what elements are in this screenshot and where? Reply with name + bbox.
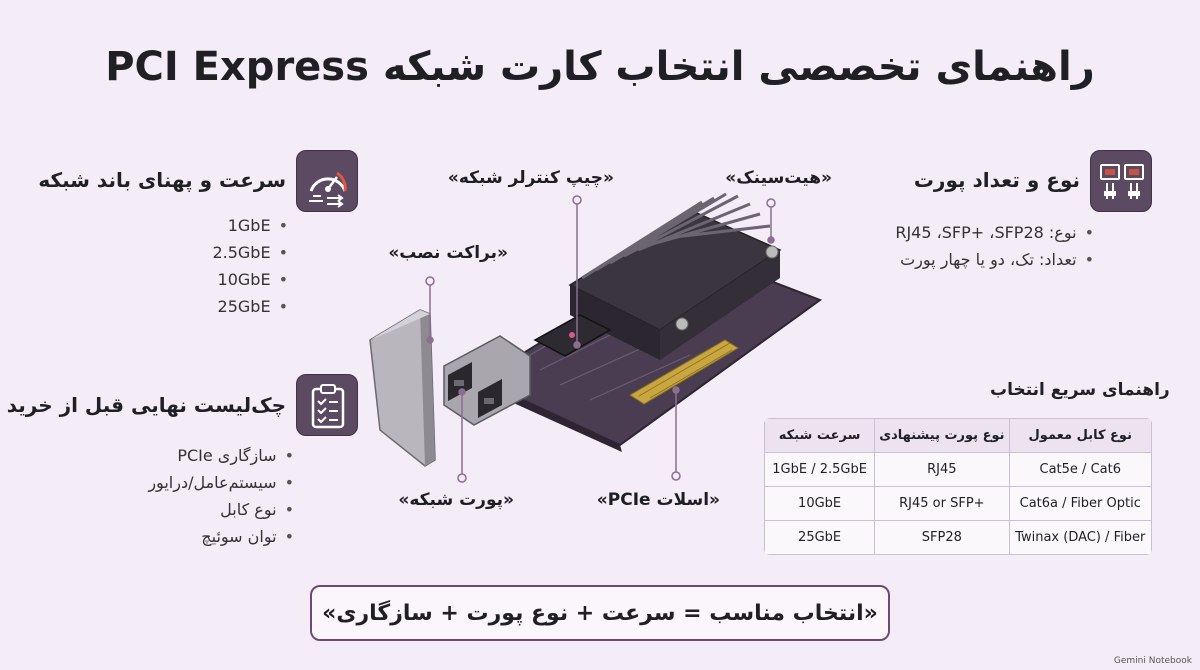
list-item: توان سوئیچ: [148, 523, 294, 550]
checklist-list: سازگاری PCIe سیستم‌عامل/درایور نوع کابل …: [148, 442, 294, 550]
list-item: نوع: RJ45 ،SFP+ ،SFP28: [895, 219, 1094, 246]
table-cell: RJ45: [874, 452, 1010, 487]
speed-list: 1GbE 2.5GbE 10GbE 25GbE: [212, 212, 288, 320]
callout-port: «پورت شبکه»: [398, 490, 514, 510]
table-header-cell: سرعت شبکه: [764, 418, 876, 453]
mounting-bracket: [369, 309, 436, 467]
list-item: 1GbE: [212, 212, 288, 239]
checklist-section-title: چک‌لیست نهایی قبل از خرید: [6, 393, 286, 417]
table-row: Cat5e / Cat6 RJ45 1GbE / 2.5GbE: [764, 452, 1152, 487]
table-header-row: نوع کابل معمول نوع پورت پیشنهادی سرعت شب…: [764, 418, 1152, 453]
formula-box: «انتخاب مناسب = سرعت + نوع پورت + سازگار…: [310, 585, 890, 641]
list-item: 2.5GbE: [212, 239, 288, 266]
speedometer-icon: [296, 150, 358, 212]
controller-chip: [533, 314, 612, 357]
table-cell: 10GbE: [764, 486, 876, 521]
table-header-cell: نوع کابل معمول: [1008, 418, 1152, 453]
callout-slot: «اسلات PCIe»: [596, 490, 720, 510]
ports-list: نوع: RJ45 ،SFP+ ،SFP28 تعداد: تک، دو یا …: [895, 219, 1094, 273]
rj45-ports: [443, 335, 531, 426]
callout-heatsink: «هیت‌سینک»: [725, 168, 832, 188]
page-title: راهنمای تخصصی انتخاب کارت شبکه PCI Expre…: [105, 44, 1095, 90]
table-row: Twinax (DAC) / Fiber SFP28 25GbE: [764, 520, 1152, 555]
list-item: تعداد: تک، دو یا چهار پورت: [895, 246, 1094, 273]
list-item: 25GbE: [212, 293, 288, 320]
heatsink: [568, 192, 782, 360]
table-cell: 1GbE / 2.5GbE: [764, 452, 876, 487]
pcie-gold-contacts: [629, 339, 739, 405]
table-cell: SFP28: [874, 520, 1010, 555]
clipboard-checklist-icon: [296, 374, 358, 436]
quick-guide-table: نوع کابل معمول نوع پورت پیشنهادی سرعت شب…: [764, 418, 1152, 555]
table-cell: Twinax (DAC) / Fiber: [1008, 520, 1152, 555]
network-card-illustration: [369, 192, 823, 467]
table-cell: Cat6a / Fiber Optic: [1008, 486, 1152, 521]
list-item: سازگاری PCIe: [148, 442, 294, 469]
list-item: نوع کابل: [148, 496, 294, 523]
footer-watermark: Gemini Notebook: [1113, 656, 1192, 666]
table-cell: Cat5e / Cat6: [1008, 452, 1152, 487]
table-cell: RJ45 or SFP+: [874, 486, 1010, 521]
table-cell: 25GbE: [764, 520, 876, 555]
ethernet-ports-icon: [1090, 150, 1152, 212]
list-item: سیستم‌عامل/درایور: [148, 469, 294, 496]
ports-section-title: نوع و تعداد پورت: [913, 168, 1080, 192]
callout-chip: «چیپ کنترلر شبکه»: [447, 168, 614, 188]
quick-guide-title: راهنمای سریع انتخاب: [990, 380, 1170, 400]
speed-section-title: سرعت و پهنای باند شبکه: [38, 168, 286, 192]
table-header-cell: نوع پورت پیشنهادی: [874, 418, 1010, 453]
table-row: Cat6a / Fiber Optic RJ45 or SFP+ 10GbE: [764, 486, 1152, 521]
list-item: 10GbE: [212, 266, 288, 293]
callout-bracket: «براکت نصب»: [388, 243, 508, 263]
